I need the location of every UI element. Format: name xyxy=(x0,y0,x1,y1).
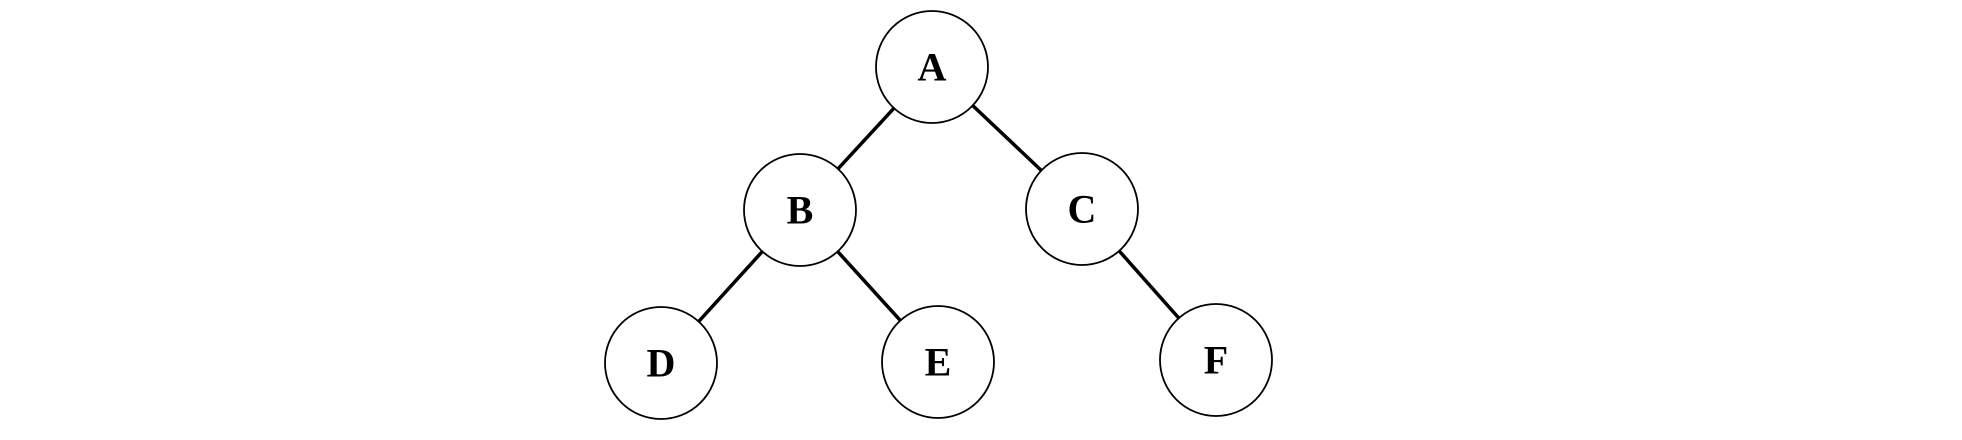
node-circle-E xyxy=(881,305,995,419)
tree-node-B: B xyxy=(743,153,857,267)
tree-node-D: D xyxy=(604,306,718,420)
tree-node-F: F xyxy=(1159,303,1273,417)
node-circle-D xyxy=(604,306,718,420)
node-layer: A B C D E F xyxy=(604,10,1273,420)
tree-node-A: A xyxy=(875,10,989,124)
node-label-A: A xyxy=(918,45,947,90)
node-label-C: C xyxy=(1068,187,1097,232)
tree-node-E: E xyxy=(881,305,995,419)
node-circle-C xyxy=(1025,152,1139,266)
node-label-E: E xyxy=(925,340,952,385)
tree-node-C: C xyxy=(1025,152,1139,266)
node-circle-B xyxy=(743,153,857,267)
node-circle-A xyxy=(875,10,989,124)
node-label-B: B xyxy=(787,188,814,233)
node-label-D: D xyxy=(647,341,676,386)
node-label-F: F xyxy=(1204,338,1228,383)
node-circle-F xyxy=(1159,303,1273,417)
